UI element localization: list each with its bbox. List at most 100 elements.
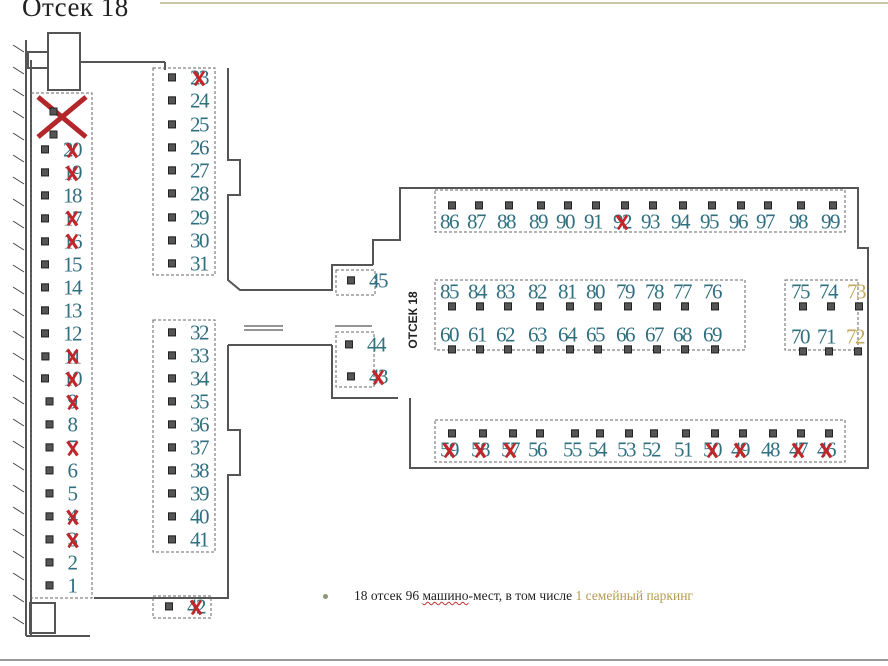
parking-spot-19[interactable]: 19 [41,162,83,183]
parking-spot-59[interactable]: 59 [440,429,460,460]
parking-spot-15[interactable]: 15 [41,254,83,275]
parking-spot-21[interactable] [49,127,73,139]
parking-spot-89[interactable]: 89 [529,201,549,232]
parking-spot-60[interactable]: 60 [440,324,460,354]
parking-spot-46[interactable]: 46 [817,429,837,460]
parking-spot-55[interactable]: 55 [563,429,583,460]
parking-spot-31[interactable]: 31 [168,253,210,274]
parking-spot-30[interactable]: 30 [168,230,210,251]
parking-spot-35[interactable]: 35 [168,391,210,412]
parking-spot-5[interactable]: 5 [45,483,78,504]
parking-spot-65[interactable]: 65 [586,324,606,354]
parking-spot-53[interactable]: 53 [617,429,637,460]
parking-spot-98[interactable]: 98 [789,201,809,232]
parking-spot-1[interactable]: 1 [45,575,78,596]
parking-spot-82[interactable]: 82 [528,281,548,311]
parking-spot-88[interactable]: 88 [497,201,517,232]
parking-spot-50[interactable]: 50 [703,429,723,460]
parking-spot-33[interactable]: 33 [168,345,210,366]
parking-spot-36[interactable]: 36 [168,414,210,435]
parking-spot-71[interactable]: 71 [817,326,837,356]
parking-spot-84[interactable]: 84 [468,281,488,311]
parking-spot-57[interactable]: 57 [501,429,521,460]
parking-spot-80[interactable]: 80 [586,281,606,311]
parking-spot-8[interactable]: 8 [45,414,78,435]
parking-spot-25[interactable]: 25 [168,113,210,134]
parking-spot-73[interactable]: 73 [847,281,867,311]
parking-spot-40[interactable]: 40 [168,506,210,527]
parking-spot-10[interactable]: 10 [41,368,83,389]
parking-spot-16[interactable]: 16 [41,231,83,252]
parking-spot-68[interactable]: 68 [673,324,693,354]
parking-spot-67[interactable]: 67 [645,324,665,354]
parking-spot-66[interactable]: 66 [616,324,636,354]
parking-spot-12[interactable]: 12 [41,322,83,343]
parking-spot-34[interactable]: 34 [168,368,210,389]
parking-spot-58[interactable]: 58 [471,429,491,460]
parking-spot-38[interactable]: 38 [168,460,210,481]
parking-spot-86[interactable]: 86 [440,201,460,232]
parking-spot-7[interactable]: 7 [45,437,79,458]
parking-spot-91[interactable]: 91 [584,201,604,232]
parking-spot-22[interactable] [49,104,73,116]
parking-spot-18[interactable]: 18 [41,185,83,206]
parking-spot-92[interactable]: 92 [613,201,633,232]
parking-spot-76[interactable]: 76 [703,281,723,311]
parking-spot-37[interactable]: 37 [168,437,210,458]
parking-spot-72[interactable]: 72 [846,326,866,356]
parking-spot-9[interactable]: 9 [45,391,79,412]
parking-spot-87[interactable]: 87 [467,201,487,232]
parking-spot-42[interactable]: 42 [165,596,207,617]
parking-spot-51[interactable]: 51 [674,429,694,460]
parking-spot-20[interactable]: 20 [41,139,83,160]
parking-spot-94[interactable]: 94 [671,201,691,232]
parking-spot-81[interactable]: 81 [558,281,578,311]
parking-spot-83[interactable]: 83 [496,281,516,311]
parking-spot-52[interactable]: 52 [642,429,662,460]
parking-spot-70[interactable]: 70 [791,326,811,356]
parking-spot-54[interactable]: 54 [588,429,608,460]
parking-spot-4[interactable]: 4 [45,506,79,527]
parking-spot-69[interactable]: 69 [703,324,723,354]
parking-spot-27[interactable]: 27 [168,160,210,181]
parking-spot-75[interactable]: 75 [791,281,811,311]
parking-spot-6[interactable]: 6 [45,460,78,481]
parking-spot-43[interactable]: 43 [347,366,389,387]
parking-spot-47[interactable]: 47 [789,429,809,460]
parking-spot-56[interactable]: 56 [528,429,548,460]
parking-spot-95[interactable]: 95 [700,201,720,232]
parking-spot-79[interactable]: 79 [616,281,636,311]
parking-spot-41[interactable]: 41 [168,529,210,550]
parking-spot-64[interactable]: 64 [558,324,578,354]
parking-spot-85[interactable]: 85 [440,281,460,311]
parking-spot-90[interactable]: 90 [556,201,576,232]
parking-spot-77[interactable]: 77 [673,281,693,311]
parking-spot-97[interactable]: 97 [756,201,776,232]
parking-spot-48[interactable]: 48 [761,429,781,460]
parking-spot-99[interactable]: 99 [821,201,841,232]
sold-x-icon [65,233,79,250]
parking-spot-13[interactable]: 13 [41,299,83,320]
parking-spot-45[interactable]: 45 [347,270,389,291]
parking-spot-24[interactable]: 24 [168,90,210,111]
parking-spot-74[interactable]: 74 [819,281,839,311]
parking-spot-93[interactable]: 93 [641,201,661,232]
parking-spot-14[interactable]: 14 [41,277,83,298]
parking-spot-61[interactable]: 61 [468,324,488,354]
parking-spot-32[interactable]: 32 [168,322,210,343]
parking-spot-39[interactable]: 39 [168,483,210,504]
parking-spot-17[interactable]: 17 [41,208,83,229]
parking-spot-49[interactable]: 49 [731,429,751,460]
parking-spot-29[interactable]: 29 [168,206,210,227]
parking-spot-2[interactable]: 2 [45,552,78,573]
parking-spot-96[interactable]: 96 [729,201,749,232]
parking-spot-62[interactable]: 62 [496,324,516,354]
parking-spot-28[interactable]: 28 [168,183,210,204]
parking-spot-11[interactable]: 11 [41,345,82,366]
parking-spot-44[interactable]: 44 [345,334,387,355]
parking-spot-26[interactable]: 26 [168,137,210,158]
parking-spot-3[interactable]: 3 [45,529,79,550]
parking-spot-63[interactable]: 63 [528,324,548,354]
parking-spot-78[interactable]: 78 [645,281,665,311]
parking-spot-23[interactable]: 23 [168,67,210,88]
